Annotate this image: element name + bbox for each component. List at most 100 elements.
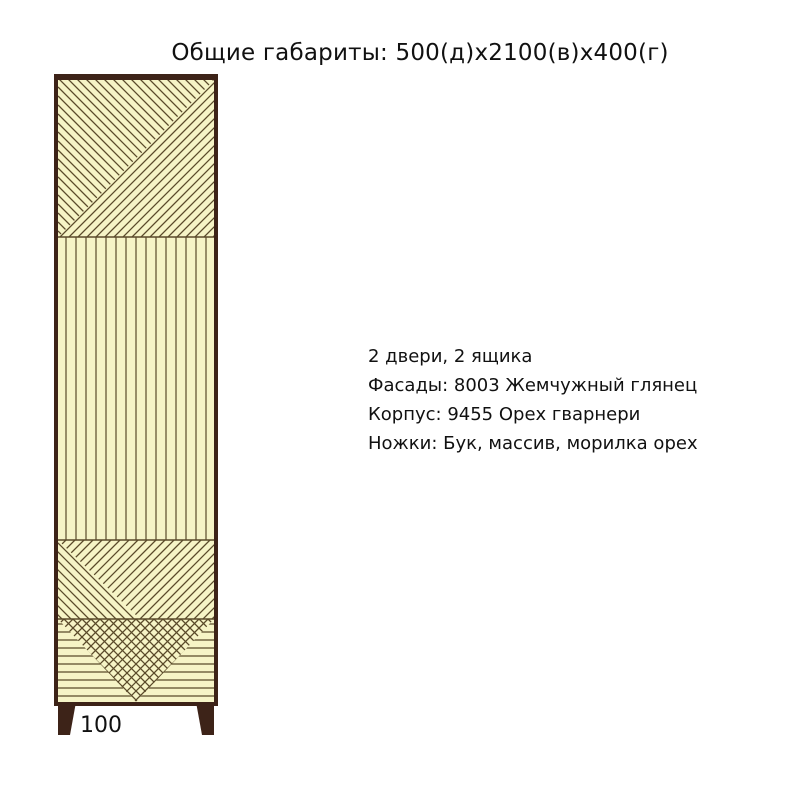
groove-line bbox=[58, 80, 214, 237]
groove-line bbox=[219, 540, 309, 630]
groove-line bbox=[75, 80, 214, 237]
groove-line bbox=[229, 77, 409, 257]
specifications-list: 2 двери, 2 ящика Фасады: 8003 Жемчужный … bbox=[368, 342, 698, 458]
groove-line bbox=[58, 167, 128, 237]
groove-line bbox=[253, 619, 343, 709]
groove-line bbox=[235, 619, 325, 709]
groove-line bbox=[58, 540, 83, 619]
groove-line bbox=[226, 540, 316, 630]
groove-line bbox=[210, 80, 214, 237]
groove-line bbox=[207, 619, 214, 702]
groove-line bbox=[58, 619, 92, 702]
groove-line bbox=[0, 540, 39, 630]
groove-line bbox=[0, 540, 30, 630]
groove-line bbox=[307, 619, 397, 709]
groove-line bbox=[244, 540, 334, 630]
groove-line bbox=[58, 619, 101, 702]
groove-line bbox=[0, 619, 10, 709]
groove-line bbox=[165, 80, 214, 237]
groove-line bbox=[217, 619, 307, 709]
groove-line bbox=[66, 80, 214, 237]
groove-line bbox=[0, 540, 3, 630]
groove-line bbox=[180, 619, 214, 702]
groove-line bbox=[58, 158, 137, 237]
groove-line bbox=[120, 80, 214, 237]
groove-line bbox=[58, 540, 110, 619]
groove-line bbox=[58, 80, 214, 237]
groove-line bbox=[253, 540, 343, 630]
groove-line bbox=[208, 540, 298, 630]
groove-line bbox=[156, 80, 214, 237]
groove-line bbox=[58, 540, 92, 619]
groove-line bbox=[0, 619, 1, 709]
groove-line bbox=[166, 571, 214, 619]
groove-line bbox=[280, 619, 370, 709]
groove-line bbox=[58, 540, 128, 619]
groove-line bbox=[244, 619, 334, 709]
groove-line bbox=[235, 540, 325, 630]
groove-line bbox=[244, 619, 334, 709]
groove-line bbox=[84, 80, 214, 237]
spec-doors-drawers: 2 двери, 2 ящика bbox=[368, 346, 533, 367]
groove-line bbox=[58, 540, 140, 619]
groove-line bbox=[226, 619, 316, 709]
groove-line bbox=[217, 540, 307, 630]
groove-line bbox=[147, 80, 214, 237]
groove-line bbox=[157, 562, 214, 619]
groove-line bbox=[247, 77, 427, 257]
upper-door-triangle bbox=[58, 80, 214, 237]
leg-height-label: 100 bbox=[80, 713, 122, 738]
groove-line bbox=[139, 544, 214, 619]
groove-line bbox=[0, 540, 48, 630]
groove-line bbox=[210, 540, 300, 630]
groove-line bbox=[148, 553, 214, 619]
groove-line bbox=[283, 77, 463, 257]
groove-line bbox=[201, 80, 214, 237]
groove-line bbox=[0, 540, 21, 630]
groove-line bbox=[138, 80, 214, 237]
groove-line bbox=[58, 176, 119, 237]
spec-facades: Фасады: 8003 Жемчужный глянец bbox=[368, 375, 698, 396]
groove-line bbox=[0, 540, 55, 630]
groove-line bbox=[226, 619, 316, 709]
groove-line bbox=[298, 619, 388, 709]
groove-line bbox=[129, 80, 214, 237]
groove-line bbox=[174, 80, 214, 237]
groove-line bbox=[93, 80, 214, 237]
left-leg bbox=[58, 702, 76, 735]
lower-door-pattern bbox=[65, 237, 207, 540]
drawer-2-pattern bbox=[0, 619, 406, 709]
groove-line bbox=[274, 77, 454, 257]
groove-line bbox=[171, 619, 214, 702]
groove-line bbox=[0, 540, 12, 630]
groove-line bbox=[184, 589, 214, 619]
groove-line bbox=[111, 80, 214, 237]
groove-line bbox=[271, 619, 361, 709]
groove-line bbox=[193, 598, 214, 619]
groove-line bbox=[58, 80, 59, 237]
groove-line bbox=[0, 540, 37, 630]
spec-legs: Ножки: Бук, массив, морилка орех bbox=[368, 433, 698, 454]
groove-line bbox=[0, 540, 46, 630]
spec-body: Корпус: 9455 Орех гварнери bbox=[368, 404, 641, 425]
groove-line bbox=[292, 77, 472, 257]
groove-line bbox=[58, 540, 94, 576]
right-leg bbox=[196, 702, 214, 735]
groove-line bbox=[0, 619, 46, 709]
groove-line bbox=[0, 540, 57, 630]
groove-line bbox=[265, 77, 445, 257]
groove-line bbox=[220, 77, 400, 257]
groove-line bbox=[58, 0, 218, 49]
groove-line bbox=[0, 619, 28, 709]
groove-line bbox=[238, 77, 418, 257]
groove-line bbox=[207, 619, 214, 702]
groove-line bbox=[235, 619, 325, 709]
groove-line bbox=[58, 540, 103, 585]
groove-line bbox=[0, 619, 37, 709]
groove-line bbox=[0, 619, 19, 709]
groove-line bbox=[0, 619, 37, 709]
groove-line bbox=[316, 619, 406, 709]
groove-line bbox=[176, 80, 214, 118]
groove-line bbox=[58, 80, 214, 237]
